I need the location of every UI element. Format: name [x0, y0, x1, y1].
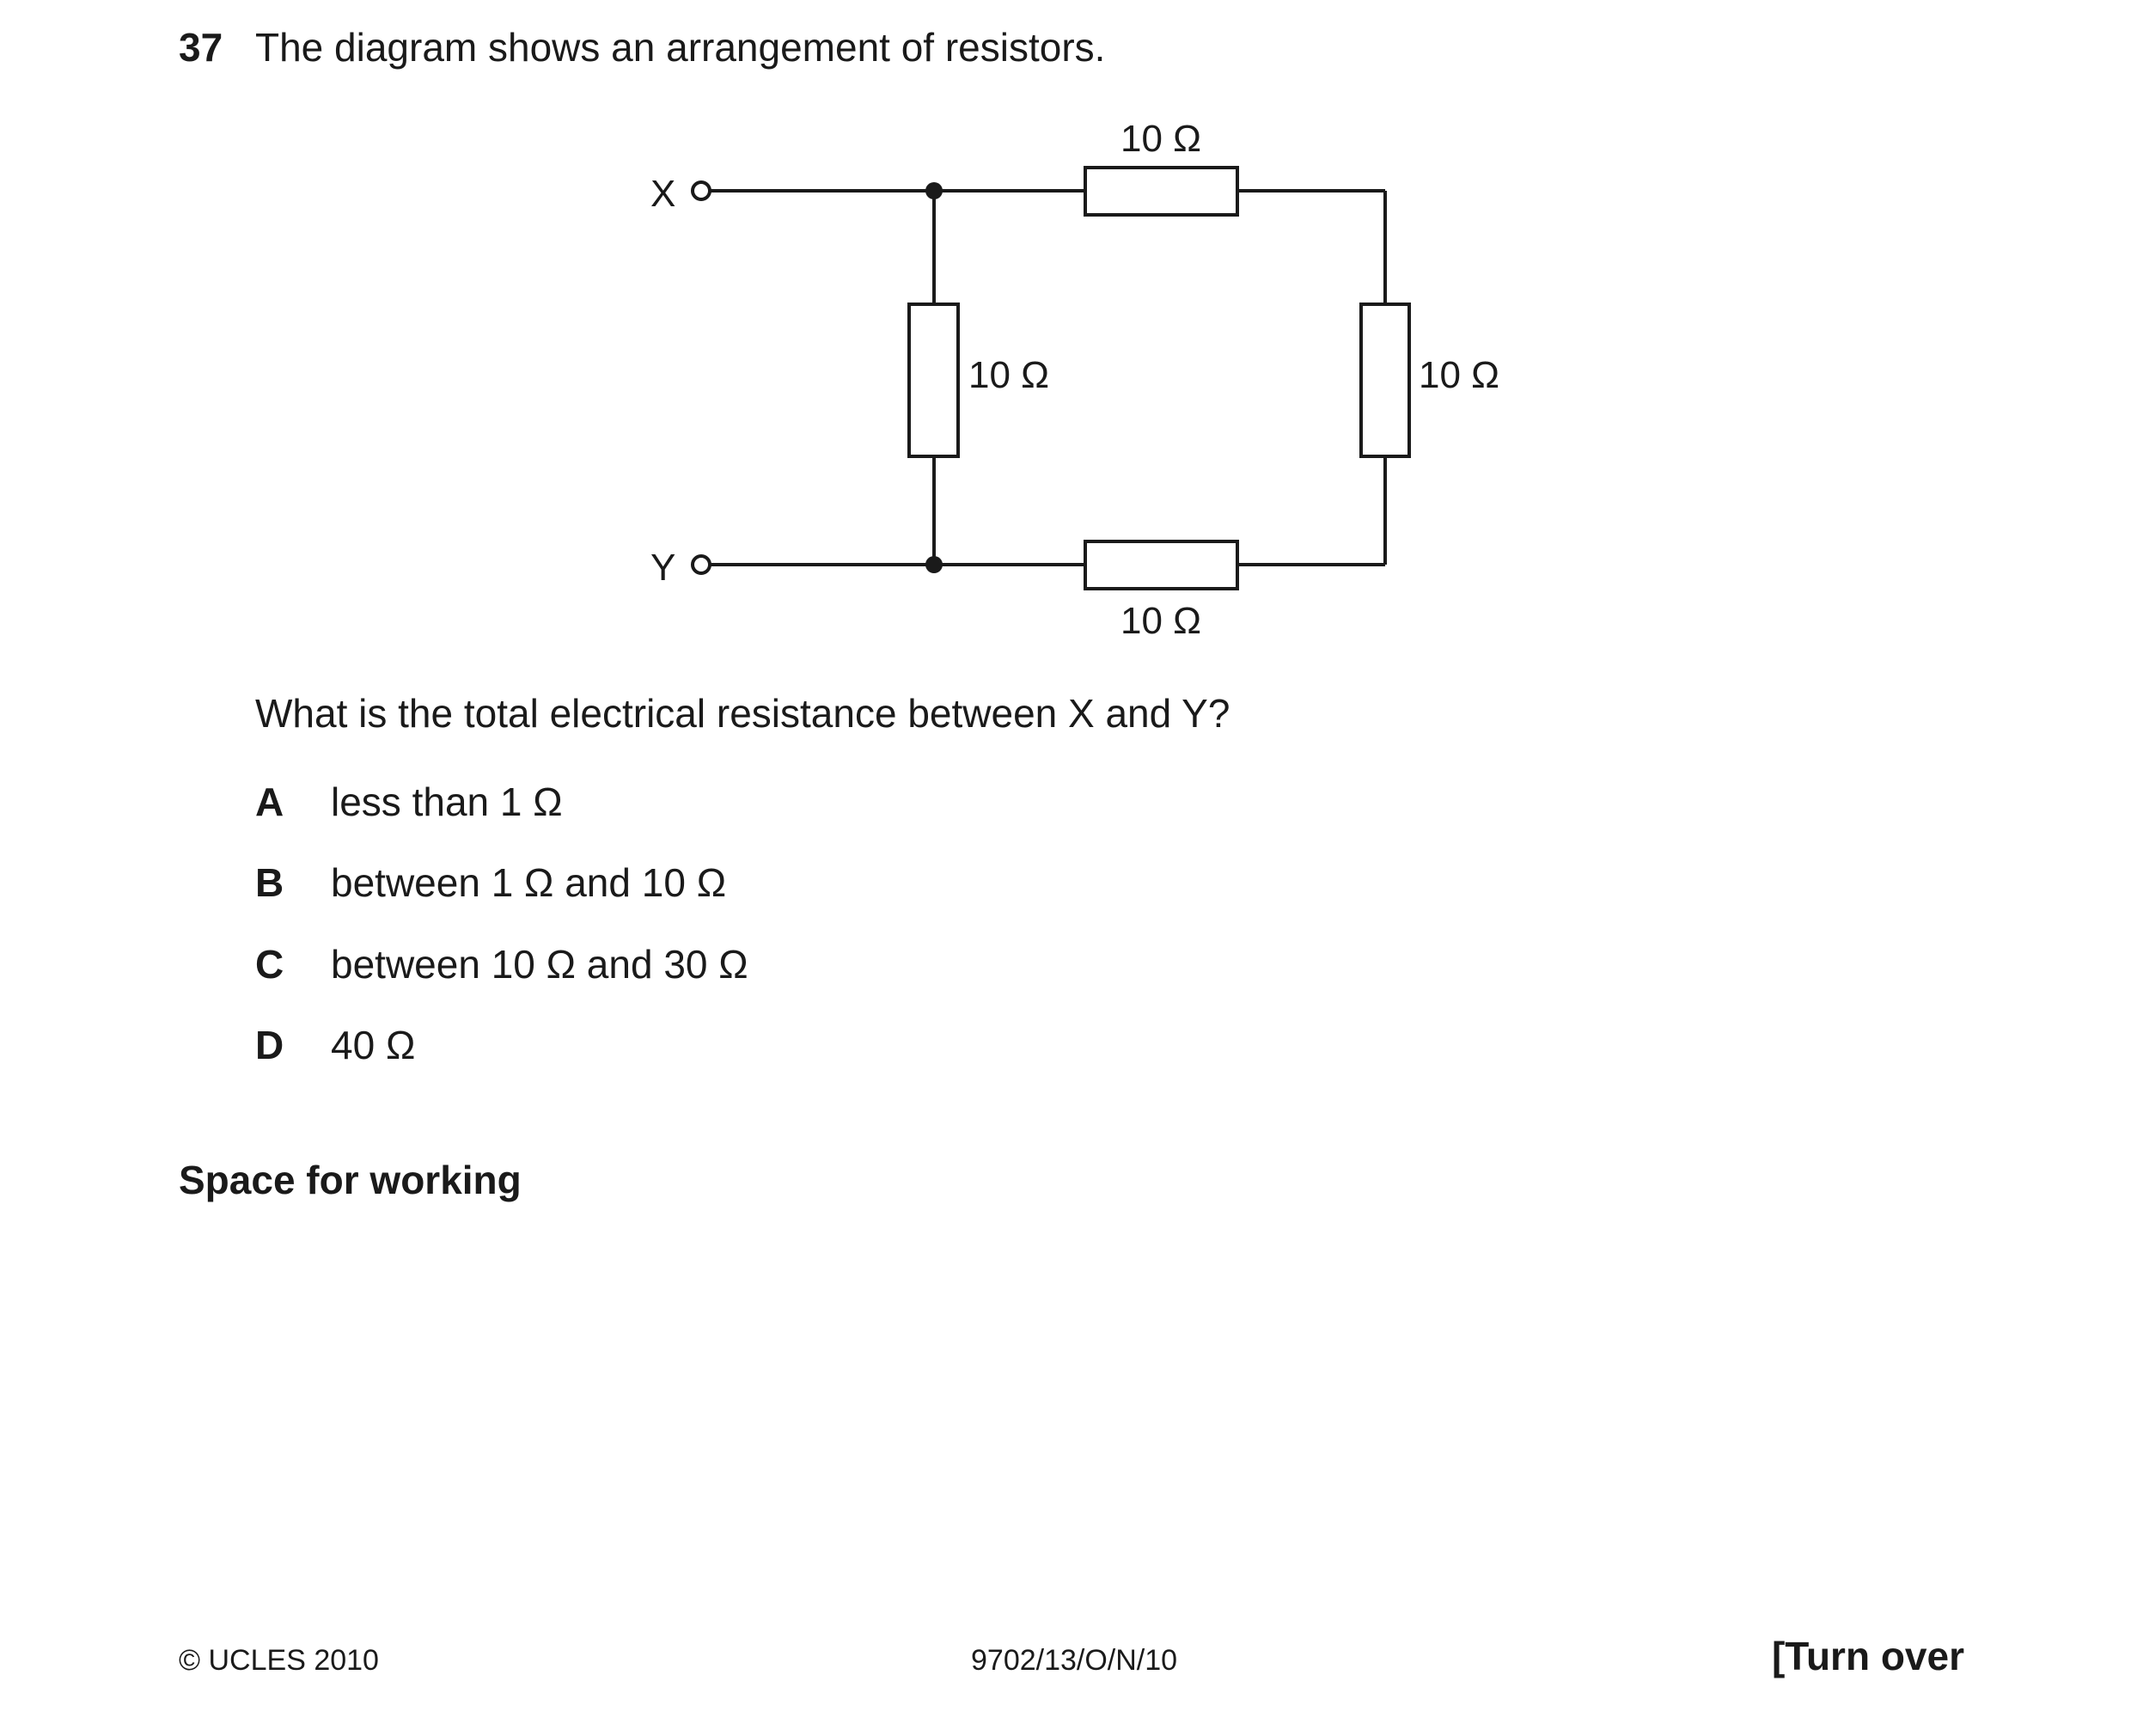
- option-c-letter: C: [255, 942, 284, 987]
- terminal-y-label: Y: [650, 547, 675, 589]
- terminal-x-label: X: [650, 173, 675, 215]
- footer-copyright: © UCLES 2010: [179, 1644, 379, 1677]
- working-space-heading: Space for working: [179, 1158, 522, 1202]
- option-a-letter: A: [255, 779, 284, 824]
- resistor-left: [907, 303, 960, 458]
- resistor-top-label: 10 Ω: [1120, 118, 1201, 160]
- resistor-right-label: 10 Ω: [1419, 354, 1499, 396]
- option-b-letter: B: [255, 860, 284, 905]
- footer-turn-over: [Turn over: [1771, 1634, 1964, 1678]
- junction-bottom: [925, 556, 943, 573]
- option-d-text: 40 Ω: [331, 1023, 416, 1067]
- option-a-text: less than 1 Ω: [331, 779, 563, 824]
- resistor-top: [1084, 166, 1239, 217]
- footer-paper-code: 9702/13/O/N/10: [971, 1644, 1178, 1677]
- question-number: 37: [179, 25, 223, 70]
- option-d-letter: D: [255, 1023, 284, 1067]
- question-stem: The diagram shows an arrangement of resi…: [255, 25, 1106, 70]
- resistor-circuit-diagram: X Y 10 Ω 10 Ω 10 Ω 10 Ω: [650, 118, 1499, 642]
- terminal-x-circle: [691, 180, 711, 201]
- resistor-right: [1359, 303, 1411, 458]
- junction-top: [925, 182, 943, 199]
- option-c-text: between 10 Ω and 30 Ω: [331, 942, 748, 987]
- resistor-bottom: [1084, 540, 1239, 590]
- resistor-bottom-label: 10 Ω: [1120, 600, 1201, 642]
- option-b-text: between 1 Ω and 10 Ω: [331, 860, 727, 905]
- question-prompt: What is the total electrical resistance …: [255, 691, 1230, 736]
- terminal-y-circle: [691, 554, 711, 575]
- resistor-left-label: 10 Ω: [968, 354, 1049, 396]
